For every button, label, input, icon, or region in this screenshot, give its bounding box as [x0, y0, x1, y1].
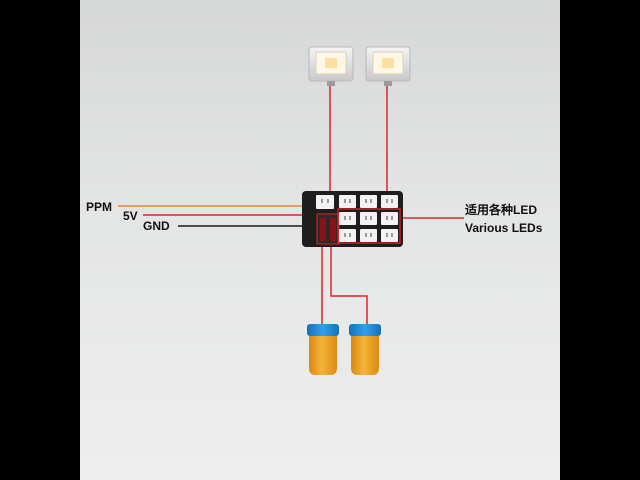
controller-board-icon: [302, 191, 403, 247]
led-light-icon: [307, 324, 339, 375]
led-light-icon: [349, 324, 381, 375]
leds-cn-label: 适用各种LED: [465, 203, 538, 217]
leds-en-label: Various LEDs: [465, 221, 543, 235]
flood-light-icon: [308, 46, 354, 86]
ppm-label: PPM: [86, 200, 113, 214]
flood-light-icon: [365, 46, 411, 86]
cylinder-led-wire-right: [330, 238, 368, 324]
5v-label: 5V: [123, 209, 138, 223]
board-ports: [339, 195, 398, 242]
gnd-label: GND: [143, 219, 170, 233]
